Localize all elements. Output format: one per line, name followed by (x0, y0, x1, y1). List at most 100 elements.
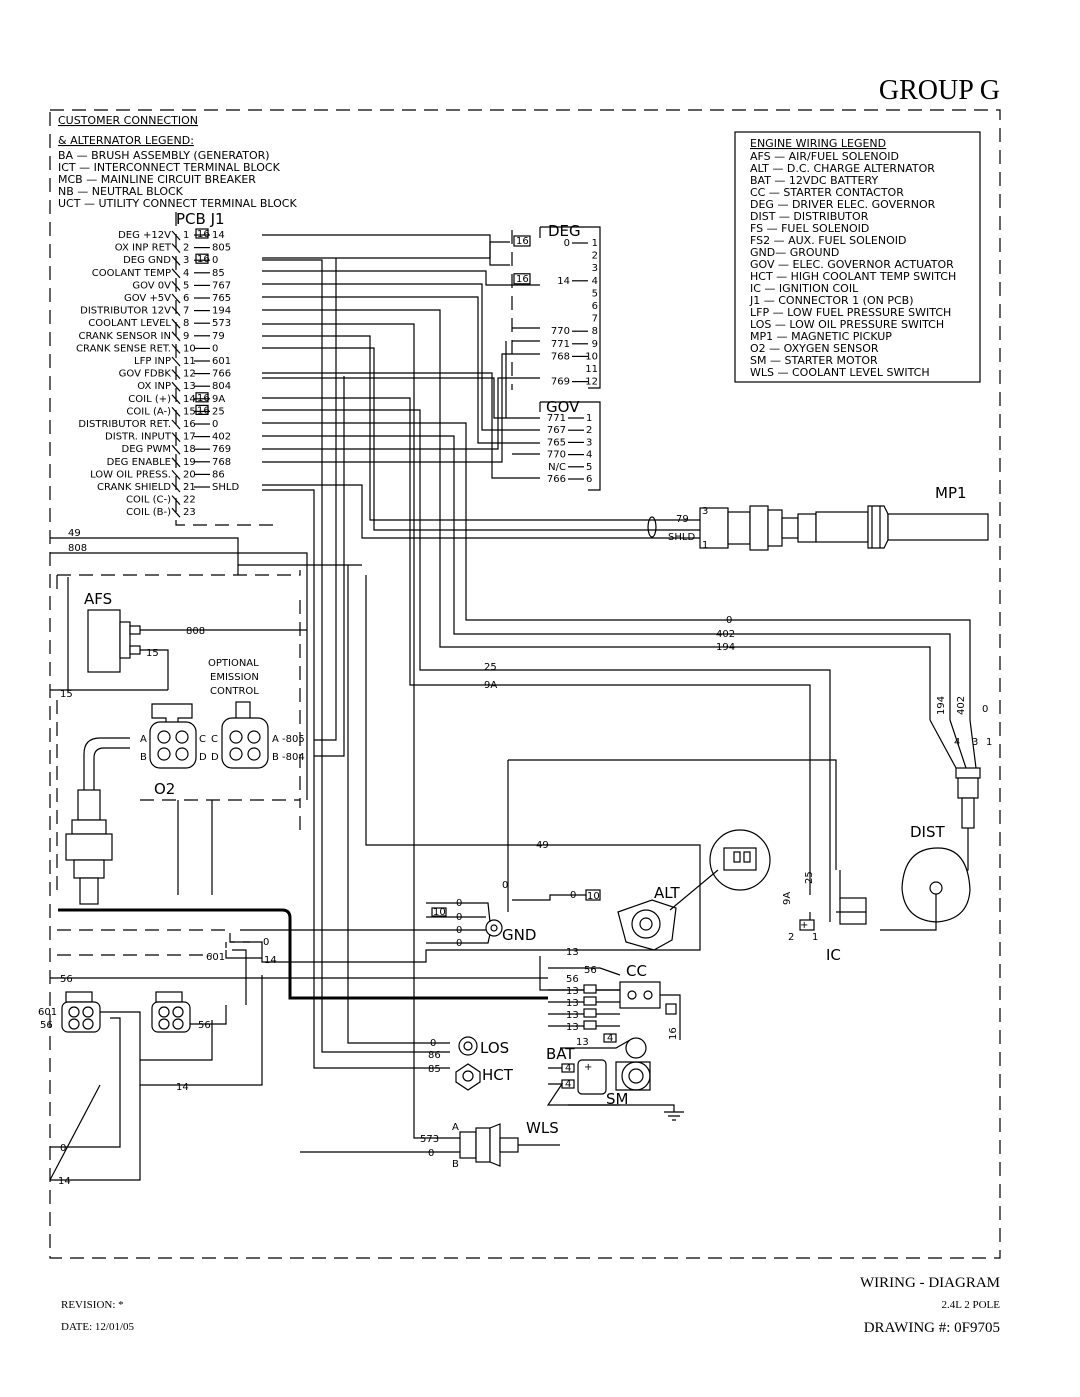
wire-194: 194 (716, 642, 735, 653)
wire-0-alt: 0 (502, 880, 508, 891)
mp1-pin-3: 3 (702, 506, 708, 517)
pcb-pin-tick (171, 470, 181, 480)
wls-pin-a: A (452, 1122, 459, 1133)
legend-item: FS2 — AUX. FUEL SOLENOID (750, 234, 907, 247)
drawing-number: DRAWING #: 0F9705 (864, 1320, 1000, 1336)
o2-pin-c2: C (211, 734, 218, 745)
pole-spec: 2.4L 2 POLE (941, 1299, 1000, 1311)
legend-item: FS — FUEL SOLENOID (750, 222, 869, 235)
cc-wire-13e: 13 (566, 1022, 579, 1033)
dist-wires: 0 402 194 25 9A 194 402 0 4 3 1 (262, 309, 992, 895)
ignition-coil: 9A 25 2 + 1 IC (782, 871, 866, 964)
wire-0-alt2: 0 (570, 890, 576, 901)
pcb-pin-tick (171, 457, 181, 468)
wire-14-lfp: 14 (264, 955, 277, 966)
pcb-pin-number: 22 (183, 495, 196, 506)
deg-pin-number: 11 (585, 364, 598, 375)
optional-label-1: OPTIONAL (208, 658, 259, 669)
pcb-pin-wire: SHLD (212, 482, 239, 493)
legend-item: ALT — D.C. CHARGE ALTERNATOR (750, 162, 935, 175)
pcb-pin-name: CRANK SENSOR IN (78, 331, 171, 342)
wire-56: 56 (60, 974, 73, 985)
deg-pin-number: 3 (592, 263, 598, 274)
wire-14-bottom: 14 (58, 1176, 71, 1187)
gov-pin-wire: N/C (548, 462, 566, 473)
pcb-pin-number: 4 (183, 268, 189, 279)
engine-legend-box (734, 131, 981, 383)
wire-9a: 9A (484, 680, 497, 691)
wire-601: 601 (206, 952, 225, 963)
pcb-pin-name: GOV 0V (132, 280, 171, 291)
pcb-pin-number: 23 (183, 507, 196, 518)
pcb-pin-tick (171, 432, 181, 442)
pcb-pin-name: COOLANT TEMP (92, 268, 171, 279)
bat-tag-4a: 4 (607, 1033, 613, 1044)
tag-10-alt: 10 (587, 891, 600, 902)
pcb-pin-number: 19 (183, 457, 196, 468)
legend-item: DIST — DISTRIBUTOR (750, 210, 869, 223)
pcb-pin-wire: 765 (212, 293, 231, 304)
legend-item: O2 — OXYGEN SENSOR (750, 342, 879, 355)
legend-item: BA — BRUSH ASSEMBLY (GENERATOR) (58, 149, 270, 162)
pcb-pin-wire: 194 (212, 306, 231, 317)
pcb-pin-name: DISTR. INPUT (105, 432, 172, 443)
pcb-pin-tick (171, 419, 181, 430)
wire-56-conn: 56 (40, 1020, 53, 1031)
harness (58, 908, 548, 1000)
afs-label: AFS (84, 590, 112, 608)
legend-item: AFS — AIR/FUEL SOLENOID (750, 150, 899, 163)
deg-pin-number: 12 (585, 377, 598, 388)
bat-label: BAT (546, 1045, 575, 1063)
coolant-level-switch: 573 0 A B WLS (262, 323, 560, 1170)
gov-pin-number: 1 (586, 413, 592, 424)
los-wire-0: 0 (430, 1038, 436, 1049)
optional-label-3: CONTROL (210, 686, 259, 697)
afs: AFS 808 15 15 (50, 577, 307, 700)
wire-0-low: 0 (60, 1143, 66, 1154)
cc-wire-13d: 13 (566, 1010, 579, 1021)
pcb-pin-tick (171, 344, 181, 354)
legend-item: IC — IGNITION COIL (750, 282, 859, 295)
left-wires: 49 808 (50, 528, 362, 800)
pcb-pin-name: COIL (+) (128, 394, 171, 405)
pcb-pin-wire: 9A (212, 394, 225, 405)
wls-pin-b: B (452, 1159, 459, 1170)
pcb-pin-tick (171, 394, 181, 405)
deg-pin-tag: 16 (516, 236, 529, 247)
cc-wire-56b: 56 (566, 974, 579, 985)
pcb-pin-name: OX INP RET (115, 243, 172, 254)
legend-item: SM — STARTER MOTOR (750, 354, 878, 367)
o2-pin-d: D (199, 752, 207, 763)
gov-pin-wire: 766 (547, 474, 566, 485)
wire-0-dist: 0 (726, 615, 732, 626)
gov-pin-number: 4 (586, 450, 592, 461)
afs-area (57, 570, 301, 576)
wire-49: 49 (68, 528, 81, 539)
deg-pin-tag-box (513, 273, 531, 285)
pcb-pin-name: LFP INP (134, 356, 171, 367)
distributor: DIST (839, 823, 971, 931)
wire-0-lfp: 0 (263, 937, 269, 948)
legend-item: LFP — LOW FUEL PRESSURE SWITCH (750, 306, 951, 319)
pcb-pin-wire: 768 (212, 457, 231, 468)
pcb-pin-wire: 0 (212, 419, 218, 430)
ic-label: IC (826, 946, 841, 964)
gov-outline (539, 401, 601, 491)
deg-pin-number: 1 (592, 238, 598, 249)
deg-pin-wire: 770 (551, 326, 570, 337)
pcb-pin-number: 3 (183, 255, 189, 266)
wire-14-low: 14 (176, 1082, 189, 1093)
pcb-pin-number: 5 (183, 280, 189, 291)
pcb-pin-number: 17 (183, 432, 196, 443)
pcb-pin-tag-box (195, 228, 209, 239)
pcb-pin-name: DISTRIBUTOR 12V (80, 306, 171, 317)
pcb-pin-tick (171, 318, 181, 329)
customer-legend-title: CUSTOMER CONNECTION (58, 114, 198, 127)
legend-item: WLS — COOLANT LEVEL SWITCH (750, 366, 930, 379)
pcb-pin-number: 10 (183, 343, 196, 354)
pcb-pin-wire: 86 (212, 469, 225, 480)
lower-left: 0 601 14 56 601 56 56 14 0 14 (38, 929, 560, 1187)
dist-wire-0: 0 (982, 704, 988, 715)
pcb-pin-tick (171, 281, 181, 291)
